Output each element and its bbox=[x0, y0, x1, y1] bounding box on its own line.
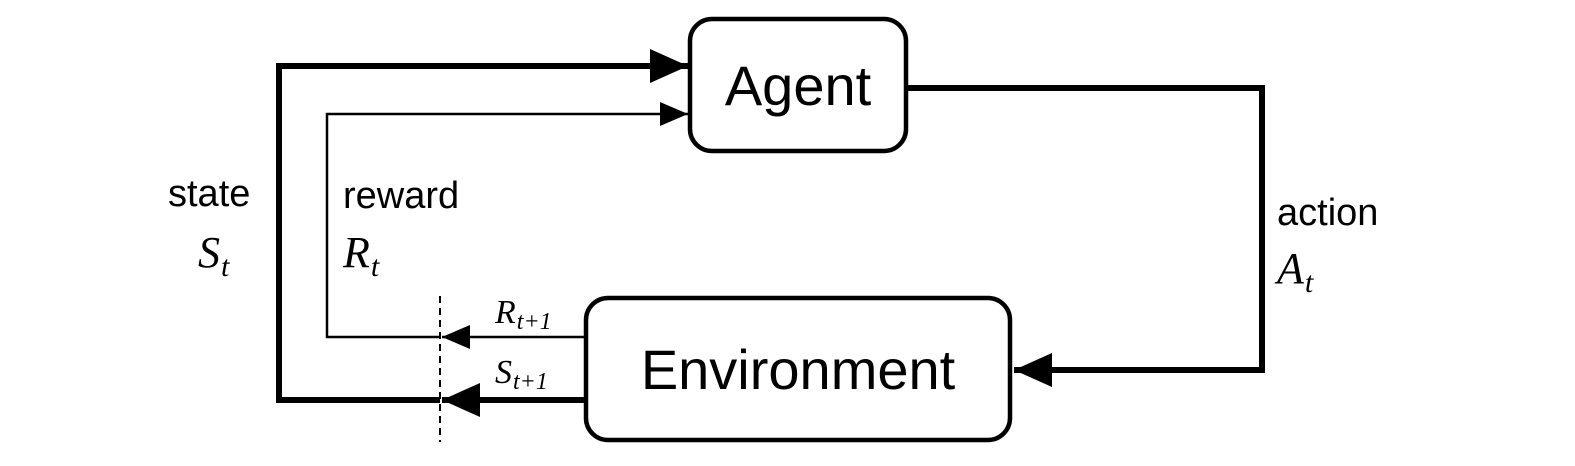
environment-label: Environment bbox=[641, 338, 956, 401]
reward-word: reward bbox=[343, 175, 459, 217]
agent-label: Agent bbox=[725, 54, 872, 117]
action-arrow bbox=[906, 85, 1265, 387]
action-word: action bbox=[1277, 192, 1378, 234]
action-symbol: At bbox=[1274, 244, 1314, 299]
reward-loop-arrow bbox=[325, 102, 688, 339]
state-loop-arrow bbox=[276, 49, 688, 403]
environment-box bbox=[583, 295, 1013, 443]
next-state-symbol: St+1 bbox=[495, 354, 548, 395]
next-reward-symbol: Rt+1 bbox=[494, 294, 552, 335]
state-symbol: St bbox=[198, 228, 230, 283]
state-word: state bbox=[168, 173, 250, 215]
reward-symbol: Rt bbox=[342, 228, 380, 283]
